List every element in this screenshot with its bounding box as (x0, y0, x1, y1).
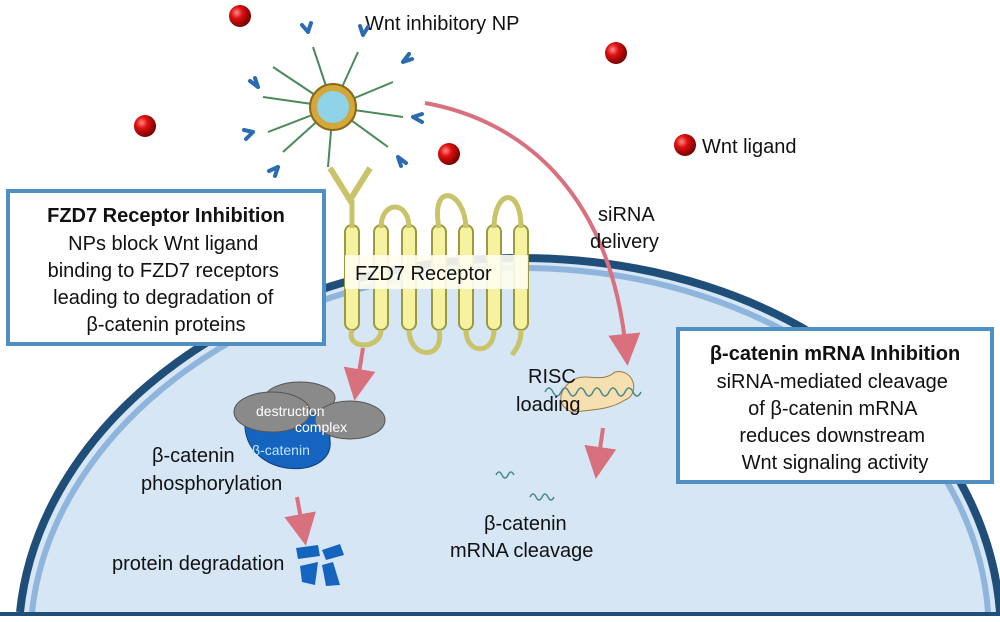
arrow (284, 496, 316, 546)
destruction-label: destruction (256, 403, 324, 419)
degradation-label: protein degradation (112, 553, 284, 575)
wnt-ligands (134, 5, 696, 165)
box-title: β-catenin mRNA Inhibition (710, 343, 960, 365)
wnt-ligand (674, 134, 696, 156)
mrna-inhibition-box: β-catenin mRNA Inhibition siRNA-mediated… (676, 327, 994, 484)
fzd7-inhibition-box: FZD7 Receptor Inhibition NPs block Wnt l… (6, 189, 326, 346)
box-body: NPs block Wnt ligand binding to FZD7 rec… (48, 233, 285, 336)
sirna-delivery-arrow (424, 101, 641, 366)
box-title: FZD7 Receptor Inhibition (47, 205, 285, 227)
wnt-ligand-label: Wnt ligand (702, 136, 797, 158)
nanoparticle-label: Wnt inhibitory NP (365, 13, 520, 35)
receptor-label-bg (345, 255, 528, 289)
cleaved-mrna-icon (495, 471, 555, 501)
wnt-ligand (605, 42, 627, 64)
wnt-ligand (438, 143, 460, 165)
protein-fragments-icon (296, 544, 344, 586)
beta-catenin-protein-label: β-catenin (252, 442, 310, 458)
receptor-label: FZD7 Receptor (355, 263, 492, 285)
arrow (584, 427, 617, 479)
nanoparticle-icon (242, 21, 424, 178)
destruction-complex-icon (233, 381, 386, 469)
wnt-ligand (134, 115, 156, 137)
risc-complex-icon (544, 371, 642, 413)
arrow (343, 347, 376, 401)
wnt-ligand (229, 5, 251, 27)
complex-label: complex (295, 419, 347, 435)
box-body: siRNA-mediated cleavage of β-catenin mRN… (717, 371, 954, 474)
